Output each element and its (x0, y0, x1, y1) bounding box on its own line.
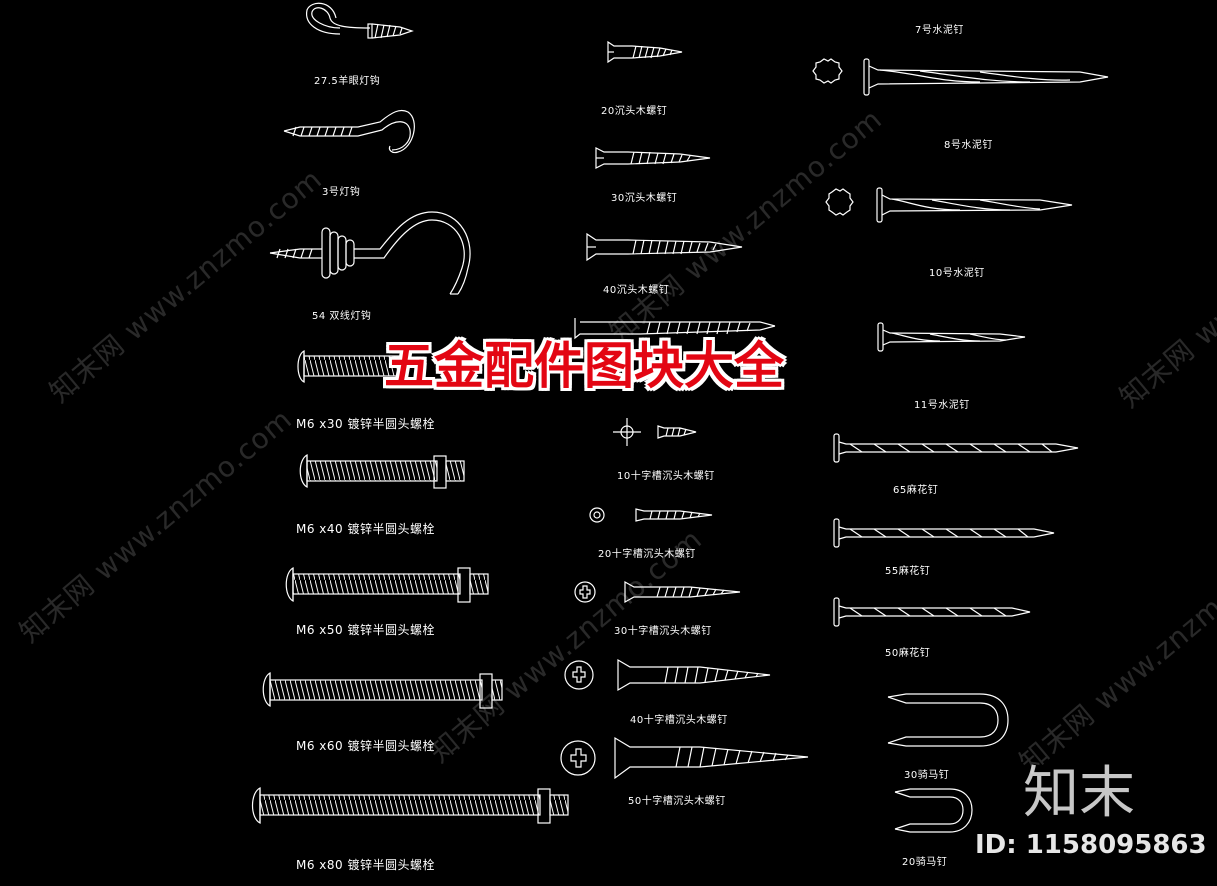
bolt-m6x30-icon (297, 350, 405, 383)
label-twist-nail-55: 55麻花钉 (885, 566, 931, 577)
label-wood-screw-30: 30沉头木螺钉 (611, 193, 678, 204)
cross-screw-40-icon (564, 658, 771, 692)
concrete-nail-10-icon (825, 187, 1073, 223)
label-twist-nail-65: 65麻花钉 (893, 485, 939, 496)
label-concrete-nail-10: 10号水泥钉 (929, 268, 985, 279)
label-cross-screw-10: 10十字槽沉头木螺钉 (617, 471, 715, 482)
bolt-m6x40-icon (299, 453, 465, 489)
wood-screw-30-icon (595, 147, 711, 169)
concrete-nail-11-icon (877, 322, 1026, 352)
label-eye-hook-27-5: 27.5羊眼灯钩 (314, 76, 381, 87)
hook-3-icon (283, 109, 415, 154)
hook-54-icon (269, 211, 471, 295)
label-cross-screw-50: 50十字槽沉头木螺钉 (628, 796, 726, 807)
eye-hook-27-5-icon (306, 2, 414, 39)
cross-screw-10-icon (613, 418, 697, 446)
bolt-m6x60-icon (262, 671, 503, 709)
label-wood-screw-20: 20沉头木螺钉 (601, 106, 668, 117)
label-hook-3: 3号灯钩 (322, 187, 361, 198)
label-cross-screw-30: 30十字槽沉头木螺钉 (614, 626, 712, 637)
concrete-nail-7-icon (812, 58, 1109, 96)
twist-nail-65-icon (833, 433, 1079, 463)
wood-screw-partial-icon (574, 318, 776, 340)
cross-screw-30-icon (574, 580, 741, 604)
brand-logo: 知末 (1023, 761, 1135, 826)
label-concrete-nail-7: 7号水泥钉 (915, 25, 964, 36)
label-bolt-m6x60: M6 x60 镀锌半圆头螺栓 (296, 739, 435, 753)
label-concrete-nail-11: 11号水泥钉 (914, 400, 970, 411)
page-title: 五金配件图块大全 (384, 337, 784, 395)
asset-id: ID: 1158095863 (975, 830, 1207, 860)
label-cross-screw-20: 20十字槽沉头木螺钉 (598, 549, 696, 560)
u-staple-20-icon (894, 788, 973, 833)
cross-screw-20-icon (589, 507, 713, 523)
label-concrete-nail-8: 8号水泥钉 (944, 140, 993, 151)
bolt-m6x80-icon (251, 787, 569, 824)
wood-screw-40-icon (586, 232, 743, 262)
u-staple-30-icon (887, 693, 1009, 747)
label-bolt-m6x40: M6 x40 镀锌半圆头螺栓 (296, 522, 435, 536)
label-u-staple-30: 30骑马钉 (904, 770, 950, 781)
wood-screw-20-icon (607, 40, 683, 64)
twist-nail-50-icon (833, 597, 1031, 627)
label-u-staple-20: 20骑马钉 (902, 857, 948, 868)
label-twist-nail-50: 50麻花钉 (885, 648, 931, 659)
cross-screw-50-icon (560, 736, 809, 780)
label-bolt-m6x80: M6 x80 镀锌半圆头螺栓 (296, 858, 435, 872)
twist-nail-55-icon (833, 518, 1055, 548)
label-bolt-m6x30: M6 x30 镀锌半圆头螺栓 (296, 417, 435, 431)
label-bolt-m6x50: M6 x50 镀锌半圆头螺栓 (296, 623, 435, 637)
label-hook-54: 54 双线灯钩 (312, 311, 372, 322)
label-cross-screw-40: 40十字槽沉头木螺钉 (630, 715, 728, 726)
bolt-m6x50-icon (285, 566, 489, 603)
label-wood-screw-40: 40沉头木螺钉 (603, 285, 670, 296)
